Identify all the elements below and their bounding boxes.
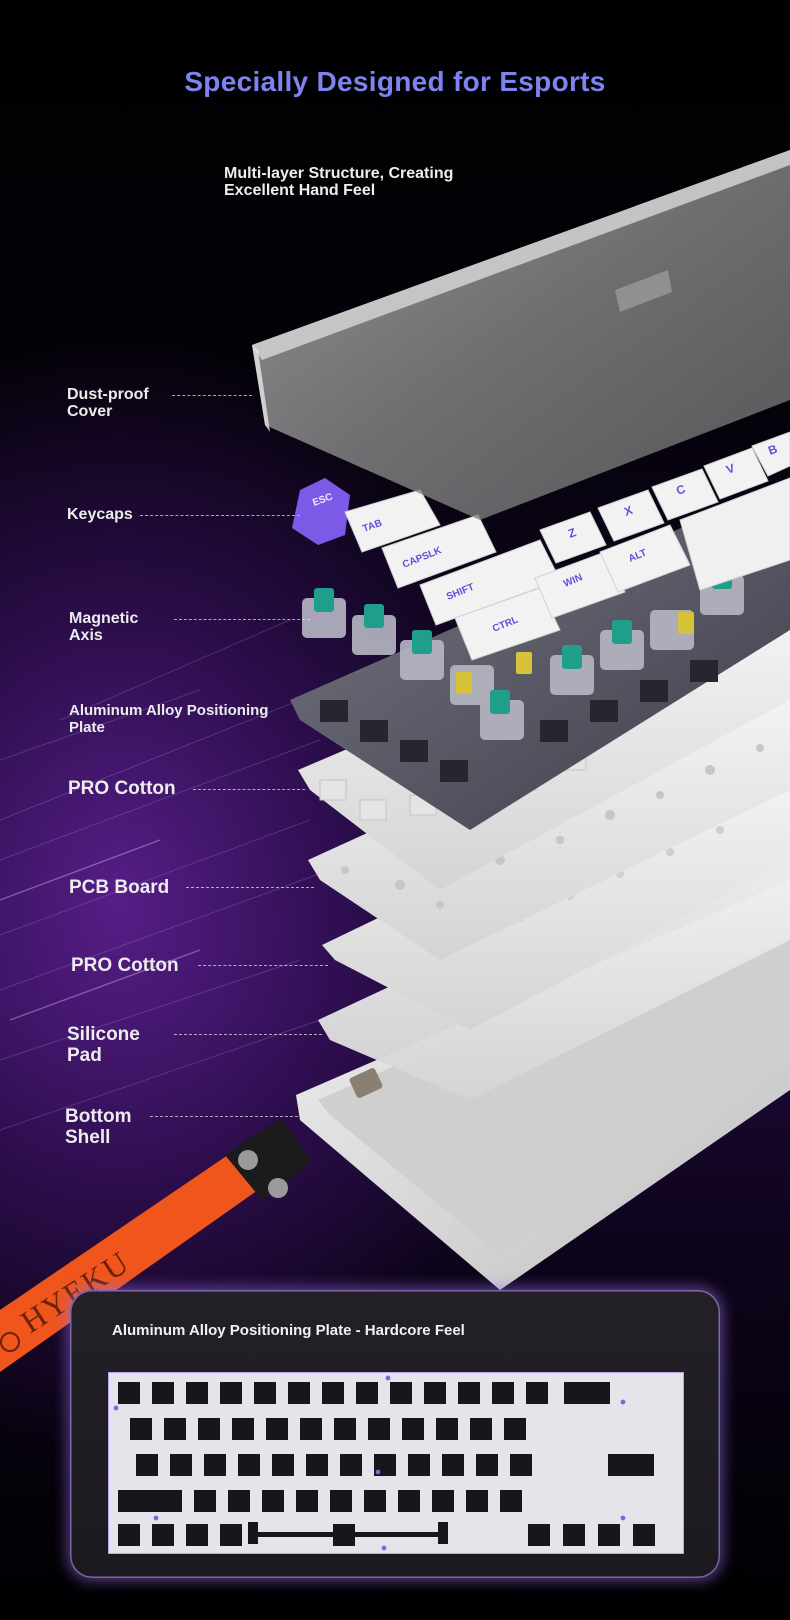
plate-cutout	[424, 1382, 446, 1404]
plate-cutout	[300, 1418, 322, 1440]
plate-cutout	[262, 1490, 284, 1512]
leader-pcb-board	[186, 887, 314, 888]
plate-cutout	[334, 1418, 356, 1440]
mounting-hole	[153, 1515, 159, 1521]
plate-cutout	[436, 1418, 458, 1440]
mounting-hole	[620, 1515, 626, 1521]
plate-cutout	[170, 1454, 192, 1476]
leader-pro-cotton-2	[198, 965, 328, 966]
mounting-hole	[620, 1399, 626, 1405]
plate-cutout	[526, 1382, 548, 1404]
plate-cutout	[476, 1454, 498, 1476]
plate-cutout	[500, 1490, 522, 1512]
plate-cutout	[130, 1418, 152, 1440]
plate-cutout	[160, 1490, 182, 1512]
plate-cutout	[402, 1418, 424, 1440]
plate-cutout	[232, 1418, 254, 1440]
plate-cutout	[438, 1522, 448, 1544]
plate-cutout	[458, 1382, 480, 1404]
plate-cutout	[152, 1524, 174, 1546]
plate-cutout	[248, 1522, 258, 1544]
label-pcb-board: PCB Board	[69, 877, 170, 898]
leader-pro-cotton-1	[193, 789, 305, 790]
plate-cutout	[398, 1490, 420, 1512]
plate-cutout	[470, 1418, 492, 1440]
leader-keycaps	[140, 515, 300, 516]
plate-cutout	[330, 1490, 352, 1512]
positioning-plate-diagram	[108, 1372, 684, 1554]
plate-cutout	[186, 1524, 208, 1546]
plate-cutout	[118, 1382, 140, 1404]
plate-cutout	[186, 1382, 208, 1404]
plate-cutout	[333, 1524, 355, 1546]
label-bottom-shell: Bottom Shell	[65, 1106, 132, 1148]
leader-silicone-pad	[174, 1034, 322, 1035]
plate-cutout	[152, 1382, 174, 1404]
plate-cutout	[322, 1382, 344, 1404]
plate-cutout	[364, 1490, 386, 1512]
plate-cutout	[492, 1382, 514, 1404]
label-aluminum-plate: Aluminum Alloy Positioning Plate	[69, 702, 269, 736]
leader-bottom-shell	[150, 1116, 298, 1117]
plate-cutout	[306, 1454, 328, 1476]
plate-cutout	[504, 1418, 526, 1440]
mounting-hole	[385, 1375, 391, 1381]
leader-dust-proof-cover	[172, 395, 252, 396]
plate-cutout	[194, 1490, 216, 1512]
plate-cutout	[118, 1490, 164, 1512]
plate-cutout	[408, 1454, 430, 1476]
plate-cutout	[228, 1490, 250, 1512]
plate-cutout	[510, 1454, 532, 1476]
plate-cutout	[136, 1454, 158, 1476]
label-pro-cotton-2: PRO Cotton	[71, 955, 179, 976]
plate-cutout	[204, 1454, 226, 1476]
plate-cutout	[238, 1454, 260, 1476]
plate-cutout	[598, 1524, 620, 1546]
plate-cutout	[254, 1382, 276, 1404]
mounting-hole	[375, 1469, 381, 1475]
plate-cutout	[466, 1490, 488, 1512]
plate-cutout	[288, 1382, 310, 1404]
plate-cutout	[164, 1418, 186, 1440]
plate-cutout	[528, 1524, 550, 1546]
plate-cutout	[633, 1524, 655, 1546]
page-title: Specially Designed for Esports	[184, 66, 606, 97]
plate-cutout	[608, 1454, 654, 1476]
plate-cutout	[220, 1382, 242, 1404]
label-magnetic-axis: Magnetic Axis	[69, 610, 139, 644]
dust-cover-layer	[252, 150, 790, 520]
leader-magnetic-axis	[174, 619, 310, 620]
plate-cutout	[432, 1490, 454, 1512]
label-silicone-pad: Silicone Pad	[67, 1024, 140, 1066]
label-pro-cotton-1: PRO Cotton	[68, 778, 176, 799]
mounting-hole	[113, 1405, 119, 1411]
plate-cutout	[356, 1382, 378, 1404]
mounting-hole	[381, 1545, 387, 1551]
plate-cutout	[198, 1418, 220, 1440]
plate-cutout	[390, 1382, 412, 1404]
plate-cutout	[220, 1524, 242, 1546]
plate-cutout	[118, 1524, 140, 1546]
plate-cutout	[272, 1454, 294, 1476]
plate-cutout	[564, 1382, 610, 1404]
plate-cutout	[296, 1490, 318, 1512]
plate-cutout	[340, 1454, 362, 1476]
keycap-z: Z	[566, 525, 578, 541]
plate-panel-title: Aluminum Alloy Positioning Plate - Hardc…	[112, 1322, 465, 1339]
keycap-layer: ESC TAB CAPSLK SHIFT CTRL WIN ALT Z X C …	[292, 431, 790, 661]
plate-cutout	[563, 1524, 585, 1546]
plate-cutout	[368, 1418, 390, 1440]
page-subtitle: Multi-layer Structure, Creating Excellen…	[224, 165, 454, 199]
plate-cutout	[442, 1454, 464, 1476]
label-keycaps: Keycaps	[67, 506, 133, 523]
plate-cutout	[266, 1418, 288, 1440]
label-dust-proof-cover: Dust-proof Cover	[67, 386, 149, 420]
